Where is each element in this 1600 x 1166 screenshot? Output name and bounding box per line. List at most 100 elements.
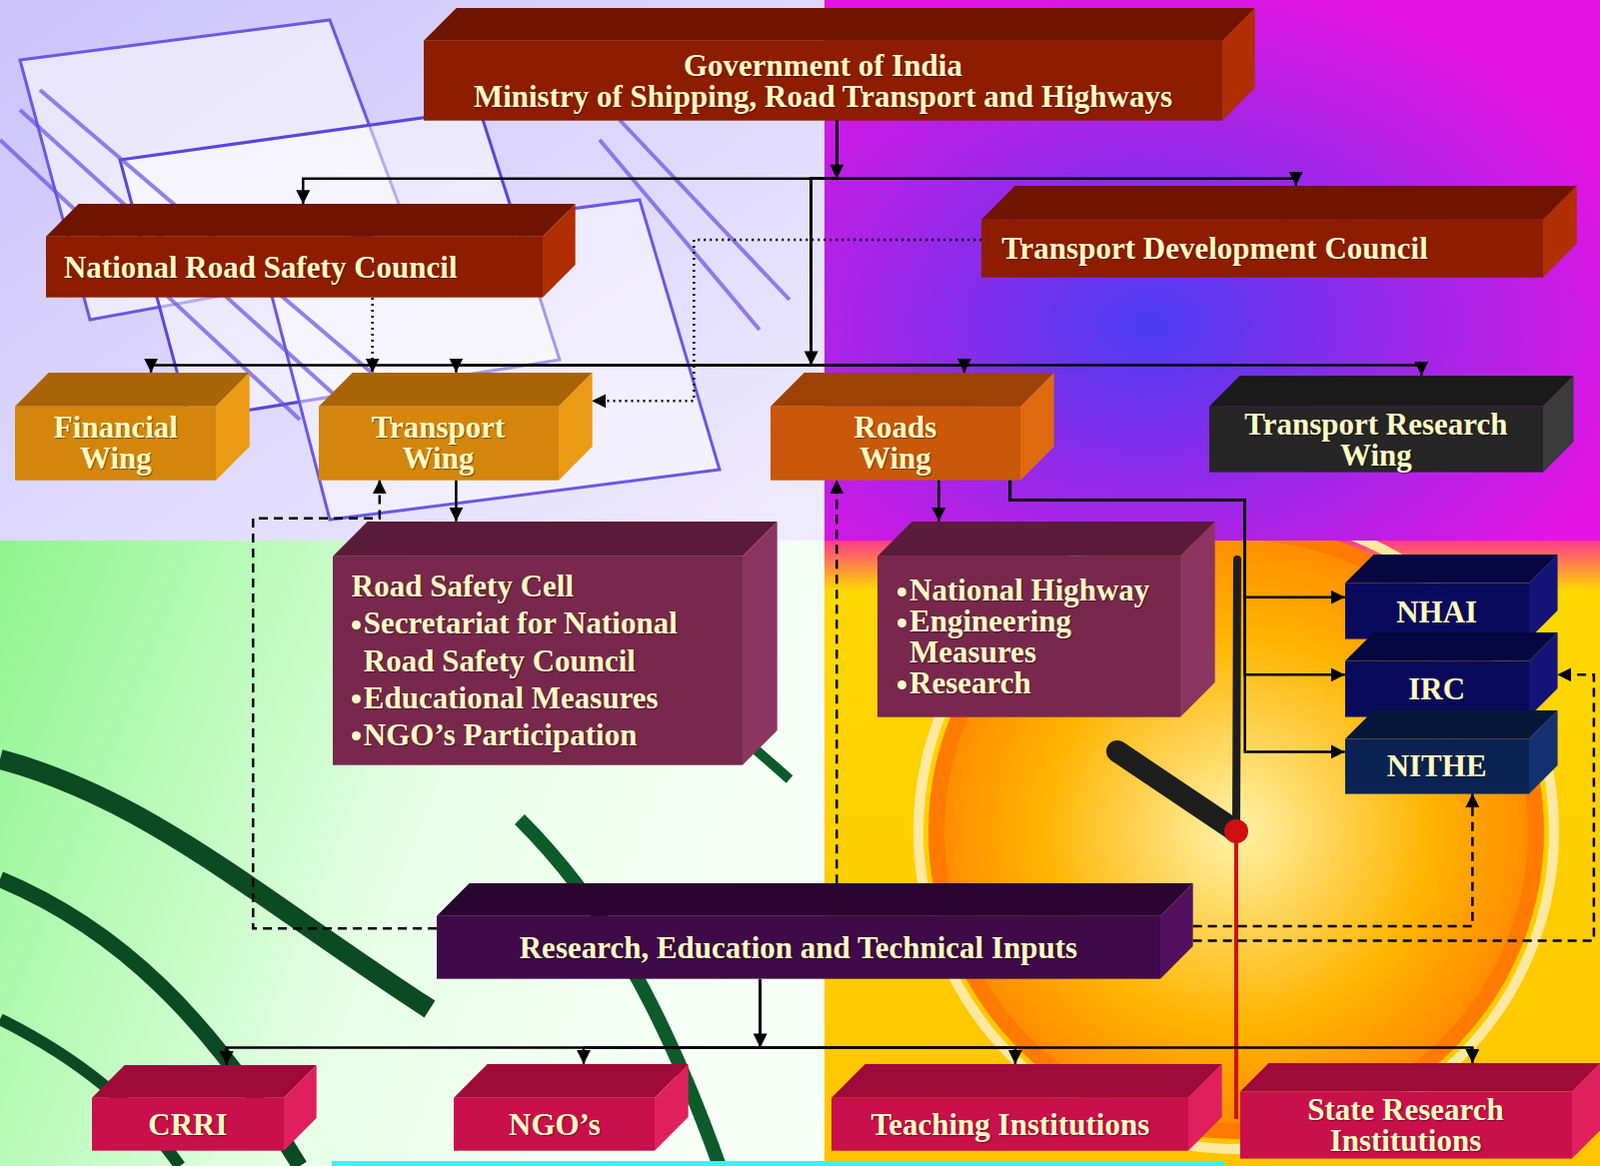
- box-top-face: [45, 203, 576, 237]
- dashed-connector: [835, 479, 839, 884]
- box-top-face: [1345, 632, 1559, 662]
- box-side-face: [1543, 185, 1578, 278]
- box-side-face: [1529, 710, 1559, 795]
- box-face: Financial Wing: [14, 405, 216, 480]
- box-front-face: [436, 916, 1161, 980]
- text-row: Educational Measures: [351, 679, 659, 717]
- text-row: NHAI: [1396, 596, 1478, 628]
- text-row: Financial Wing: [25, 411, 206, 474]
- box-side-face: [654, 1064, 689, 1152]
- text-row: Government of India: [683, 49, 963, 81]
- org-box: Teaching Institutions: [831, 1064, 1223, 1152]
- box-front-face: [1209, 405, 1544, 472]
- box-front-face: [332, 555, 743, 765]
- text-row: CRRI: [147, 1109, 227, 1141]
- box-label: Research, Education and Technical Inputs: [519, 932, 1078, 964]
- box-face: National Road Safety Council: [45, 236, 543, 298]
- box-front-face: [1345, 661, 1530, 718]
- text-row: IRC: [1408, 673, 1466, 705]
- org-box: Transport Wing: [318, 372, 593, 481]
- org-box: Transport Research Wing: [1209, 375, 1575, 473]
- box-front-face: [423, 40, 1223, 121]
- dashed-connector: [370, 297, 374, 373]
- org-box: National Road Safety Council: [45, 203, 576, 298]
- box-top-face: [436, 883, 1194, 917]
- connector: [760, 979, 1474, 1064]
- box-label: Road Safety Cell: [351, 567, 574, 605]
- box-side-face: [558, 372, 593, 481]
- org-box: CRRI: [91, 1065, 317, 1152]
- box-face: IRC: [1345, 661, 1530, 718]
- box-label: Transport Development Council: [1001, 232, 1429, 264]
- bullet-dot: [897, 587, 907, 597]
- box-side-face: [1543, 375, 1575, 473]
- box-top-face: [877, 521, 1216, 557]
- box-face: NITHE: [1345, 738, 1530, 794]
- box-front-face: [1345, 583, 1530, 640]
- dashed-connector: [1193, 793, 1474, 927]
- box-label: Transport Research Wing: [1231, 408, 1522, 471]
- bullet-text: Educational Measures: [363, 679, 659, 717]
- box-front-face: [1240, 1092, 1573, 1160]
- org-box: NGO’s: [453, 1064, 689, 1152]
- org-box: Research, Education and Technical Inputs: [436, 883, 1194, 980]
- box-side-face: [542, 203, 576, 298]
- bullet-box: Road Safety CellSecretariat for National…: [332, 521, 778, 766]
- box-label: IRC: [1408, 673, 1466, 705]
- box-top-face: [14, 372, 250, 407]
- box-label: Roads Wing: [830, 411, 961, 474]
- bullet-text: Engineering Measures: [909, 605, 1175, 668]
- box-label: National Road Safety Council: [63, 251, 458, 283]
- text-row: Research, Education and Technical Inputs: [519, 932, 1078, 964]
- box-label: NITHE: [1387, 750, 1488, 782]
- box-side-face: [1180, 521, 1216, 718]
- org-box: Financial Wing: [14, 372, 250, 481]
- text-row: Secretariat for National Road Safety Cou…: [351, 604, 735, 679]
- box-top-face: [91, 1065, 317, 1099]
- box-side-face: [215, 372, 250, 481]
- box-face: Roads Wing: [770, 405, 1021, 480]
- box-label: CRRI: [147, 1109, 227, 1141]
- box-side-face: [1160, 883, 1194, 980]
- bullet-dot: [351, 620, 361, 630]
- box-label: Transport Wing: [343, 411, 534, 474]
- text-row: Transport Wing: [343, 411, 534, 474]
- box-front-face: [770, 405, 1021, 480]
- ink-stroke: [0, 879, 300, 1166]
- org-box: Transport Development Council: [981, 185, 1578, 278]
- box-label: Financial Wing: [25, 411, 206, 474]
- text-row: National Road Safety Council: [63, 251, 458, 283]
- bullet-text: Secretariat for National Road Safety Cou…: [363, 604, 735, 679]
- box-face: Transport Wing: [318, 405, 559, 480]
- box-label: Ministry of Shipping, Road Transport and…: [473, 80, 1173, 112]
- box-side-face: [1529, 632, 1559, 718]
- box-front-face: [45, 236, 543, 298]
- bullet-box: National HighwayEngineering MeasuresRese…: [877, 521, 1216, 718]
- org-box: IRC: [1345, 632, 1559, 718]
- box-top-face: [981, 185, 1578, 220]
- ink-stroke: [0, 759, 430, 1010]
- text-row: Roads Wing: [830, 411, 961, 474]
- box-front-face: [877, 555, 1181, 717]
- box-top-face: [770, 372, 1055, 407]
- box-label: NGO’s: [508, 1109, 601, 1141]
- box-top-face: [1240, 1063, 1600, 1093]
- org-box: Roads Wing: [770, 372, 1055, 481]
- text-row: NGO’s Participation: [351, 716, 638, 754]
- box-face: Transport Research Wing: [1209, 405, 1544, 472]
- box-top-face: [332, 521, 778, 557]
- box-label: Government of India: [683, 49, 963, 81]
- box-top-face: [1209, 375, 1575, 407]
- box-side-face: [1020, 372, 1055, 481]
- box-front-face: [91, 1098, 284, 1152]
- box-side-face: [1529, 554, 1559, 640]
- text-row: Teaching Institutions: [870, 1109, 1150, 1141]
- minute-hand: [1236, 559, 1238, 832]
- second-hand: [1234, 831, 1239, 1120]
- box-side-face: [742, 521, 778, 766]
- text-row: NITHE: [1387, 750, 1488, 782]
- paper-edges: [0, 89, 790, 420]
- text-row: Transport Research Wing: [1231, 408, 1522, 471]
- box-side-face: [1188, 1064, 1223, 1152]
- connector: [836, 120, 1296, 186]
